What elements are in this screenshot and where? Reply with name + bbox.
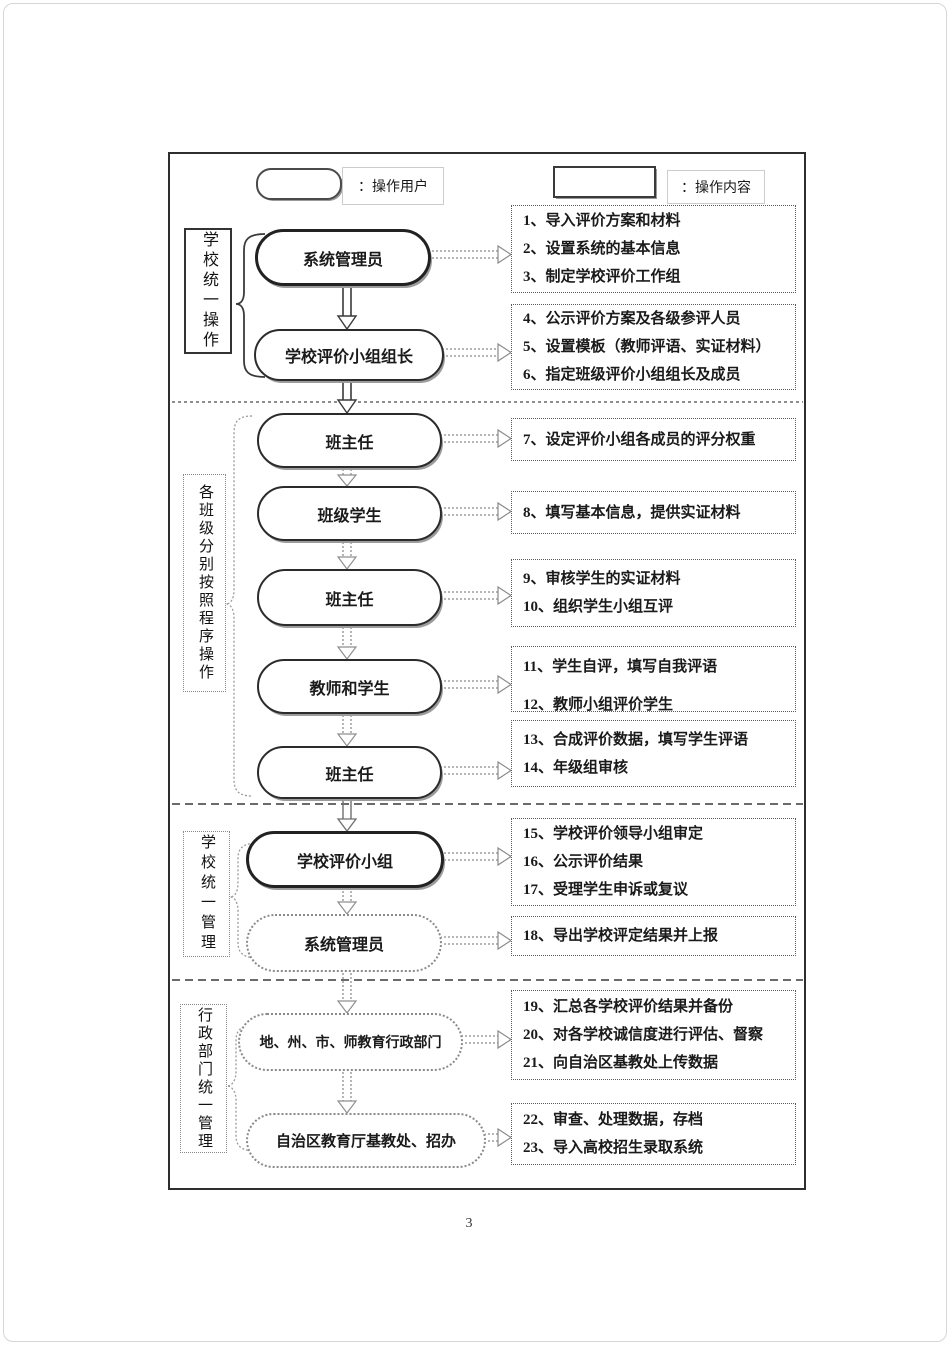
content-box-4: 8、填写基本信息，提供实证材料 (511, 491, 796, 534)
side-label-admin-management: 行政部门统一管理 (180, 1004, 227, 1153)
arrow-right-icon (440, 930, 513, 951)
content-item: 10、组织学生小组互评 (523, 599, 674, 615)
actor-oval-system-admin: 系统管理员 (255, 229, 431, 286)
content-item: 13、合成评价数据，填写学生评语 (523, 731, 749, 748)
arrow-down-icon (336, 1068, 358, 1114)
content-box-8: 15、学校评价领导小组审定 16、公示评价结果 17、受理学生申诉或复议 (511, 818, 796, 906)
actor-oval-autonomous-region-office: 自治区教育厅基教处、招办 (246, 1113, 486, 1168)
arrow-right-icon (440, 674, 513, 695)
arrow-right-icon (484, 1127, 513, 1148)
content-item: 21、向自治区基教处上传数据 (523, 1055, 719, 1071)
side-label-school-operation: 学校统一操作 (184, 228, 232, 354)
actor-oval-system-admin-2: 系统管理员 (246, 914, 442, 972)
content-box-1: 1、导入评价方案和材料 2、设置系统的基本信息 3、制定学校评价工作组 (511, 205, 796, 293)
content-item: 11、学生自评，填写自我评语 (523, 659, 718, 675)
content-item: 22、审查、处理数据，存档 (523, 1112, 704, 1128)
content-box-7: 13、合成评价数据，填写学生评语 14、年级组审核 (511, 720, 796, 787)
arrow-down-icon (336, 969, 358, 1014)
arrow-right-icon (461, 1029, 513, 1050)
arrow-right-icon (440, 585, 513, 606)
content-box-10: 19、汇总各学校评价结果并备份 20、对各学校诚信度进行评估、督察 21、向自治… (511, 990, 796, 1080)
arrow-right-icon (428, 244, 513, 265)
arrow-right-icon (440, 846, 513, 867)
content-item: 9、审核学生的实证材料 (523, 571, 681, 587)
content-item: 6、指定班级评价小组组长及成员 (523, 367, 741, 383)
page-number: 3 (465, 1216, 473, 1231)
arrow-down-icon (336, 465, 358, 487)
arrow-down-icon (336, 796, 358, 833)
arrow-down-icon (336, 623, 358, 660)
legend-operator-label: ：操作用户 (342, 167, 444, 205)
content-item: 19、汇总各学校评价结果并备份 (523, 999, 734, 1015)
content-item: 23、导入高校招生录取系统 (523, 1140, 704, 1156)
content-item: 20、对各学校诚信度进行评估、督察 (523, 1027, 764, 1043)
content-item: 17、受理学生申诉或复议 (523, 882, 689, 898)
content-item: 16、公示评价结果 (523, 854, 644, 870)
content-item: 18、导出学校评定结果并上报 (523, 928, 719, 944)
actor-oval-head-teacher-1: 班主任 (257, 413, 442, 468)
arrow-right-icon (440, 428, 513, 449)
content-box-3: 7、设定评价小组各成员的评分权重 (511, 418, 796, 461)
content-item: 4、公示评价方案及各级参评人员 (523, 311, 741, 327)
content-item: 1、导入评价方案和材料 (523, 213, 681, 229)
arrow-down-icon (336, 711, 358, 747)
content-item: 12、教师小组评价学生 (523, 697, 674, 713)
content-item: 3、制定学校评价工作组 (523, 269, 681, 285)
legend-operator-shape (256, 168, 342, 200)
arrow-down-icon (336, 377, 358, 415)
arrow-down-icon (336, 883, 358, 915)
arrow-right-icon (440, 760, 513, 781)
arrow-down-icon (336, 538, 358, 570)
actor-oval-school-eval-group: 学校评价小组 (246, 831, 444, 888)
arrow-right-icon (442, 342, 513, 363)
content-item: 14、年级组审核 (523, 759, 629, 776)
legend-content-label: ：操作内容 (667, 170, 765, 204)
actor-oval-class-students: 班级学生 (257, 486, 442, 541)
content-item: 5、设置模板（教师评语、实证材料） (523, 339, 771, 355)
actor-oval-regional-edu-dept: 地、州、市、师教育行政部门 (238, 1013, 463, 1071)
flowchart-frame: ：操作用户 ：操作内容 学校统一操作 各班级分别按照程序操作 学校统一管理 行政… (168, 152, 806, 1190)
actor-oval-eval-group-leader: 学校评价小组组长 (254, 329, 444, 381)
content-box-2: 4、公示评价方案及各级参评人员 5、设置模板（教师评语、实证材料） 6、指定班级… (511, 304, 796, 390)
brace-icon (225, 233, 266, 1152)
side-label-school-management: 学校统一管理 (183, 831, 230, 957)
arrow-right-icon (440, 501, 513, 522)
content-box-6: 11、学生自评，填写自我评语 12、教师小组评价学生 (511, 646, 796, 713)
actor-oval-teachers-students: 教师和学生 (257, 659, 442, 714)
content-item: 2、设置系统的基本信息 (523, 241, 681, 257)
content-item: 15、学校评价领导小组审定 (523, 826, 704, 842)
actor-oval-head-teacher-2: 班主任 (257, 569, 442, 626)
actor-oval-head-teacher-3: 班主任 (257, 746, 442, 799)
content-item: 7、设定评价小组各成员的评分权重 (523, 431, 756, 448)
flow-connectors-layer (172, 233, 803, 1152)
content-box-9: 18、导出学校评定结果并上报 (511, 916, 796, 956)
content-box-5: 9、审核学生的实证材料 10、组织学生小组互评 (511, 559, 796, 627)
content-box-11: 22、审查、处理数据，存档 23、导入高校招生录取系统 (511, 1103, 796, 1165)
legend-content-shape (553, 166, 656, 198)
arrow-down-icon (336, 280, 358, 331)
side-label-class-procedure: 各班级分别按照程序操作 (183, 474, 226, 692)
content-item: 8、填写基本信息，提供实证材料 (523, 504, 741, 521)
